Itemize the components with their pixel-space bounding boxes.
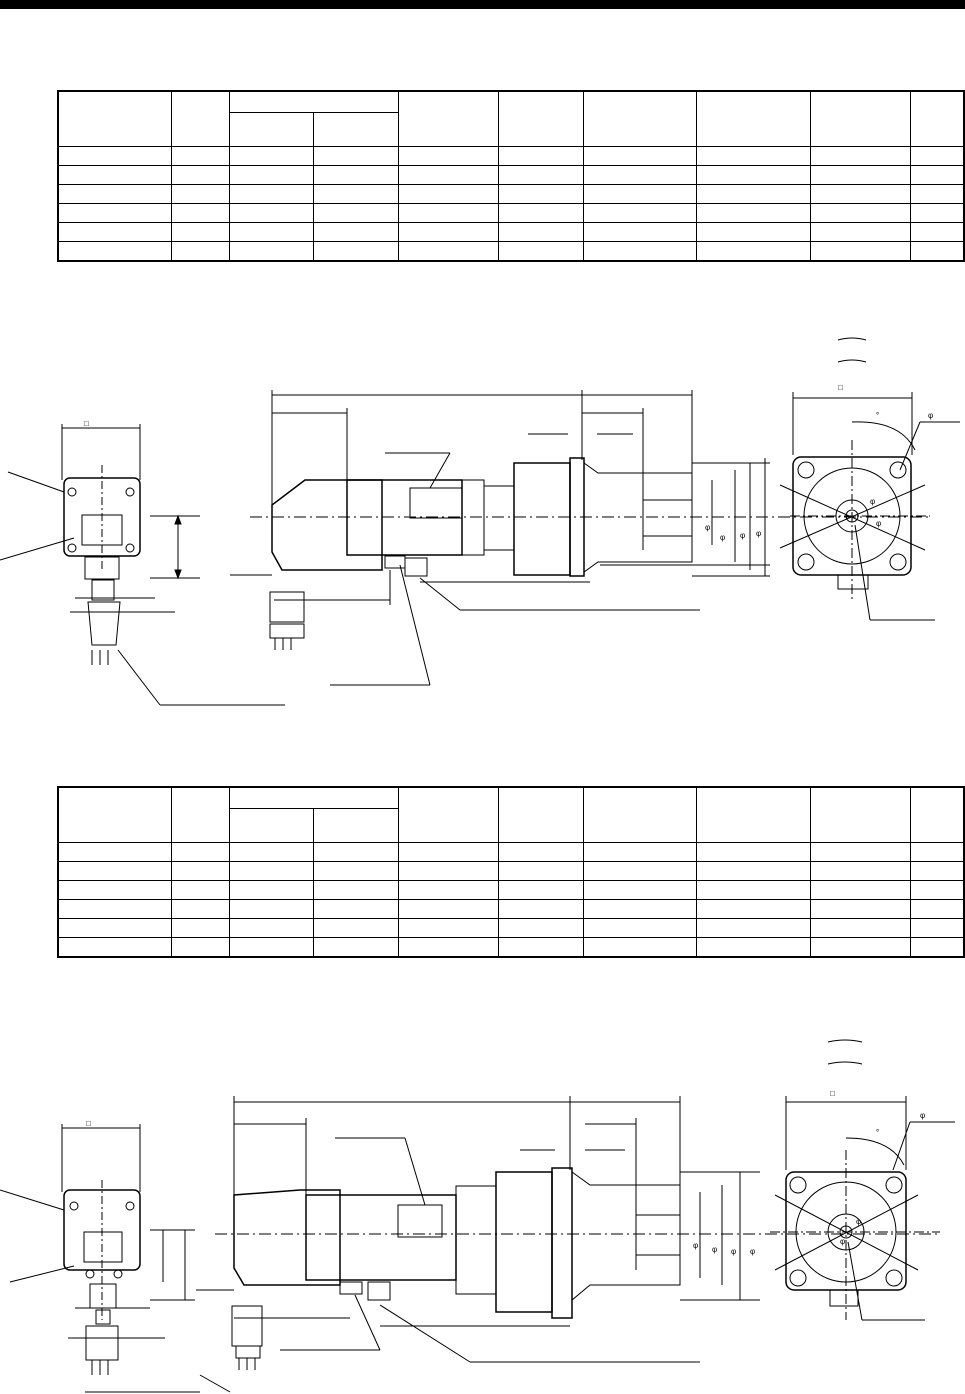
spec-table-2	[57, 786, 965, 958]
header-cell	[497, 90, 584, 147]
header-cell	[397, 786, 499, 843]
drawing-label: °	[876, 411, 879, 420]
drawing-label: φ	[740, 531, 745, 540]
drawing-label: φ	[712, 1245, 717, 1254]
motor-outline-drawing-2: □ □ φ φ φ φ φ φ φ °	[0, 1039, 955, 1393]
header-cell	[582, 786, 697, 843]
drawing-label: □	[830, 1089, 835, 1098]
header-cell	[397, 90, 499, 147]
header-cell	[909, 90, 965, 147]
header-cell	[228, 112, 314, 147]
header-cell	[228, 90, 399, 113]
table-row	[57, 184, 965, 204]
header-cell	[695, 786, 811, 843]
drawing-label: φ	[876, 519, 881, 528]
drawing-label: φ	[750, 1247, 755, 1256]
drawing-label: φ	[856, 1217, 861, 1226]
table-row	[57, 222, 965, 242]
header-cell	[497, 786, 584, 843]
table-row	[57, 918, 965, 938]
header-cell	[809, 90, 911, 147]
drawing-label: φ	[840, 1237, 845, 1246]
drawing-label: φ	[870, 497, 875, 506]
flange-view-right	[770, 1039, 955, 1321]
drawing-label: □	[86, 1119, 91, 1128]
table-row	[57, 203, 965, 223]
end-view-left	[0, 424, 285, 706]
drawing-label: φ	[693, 1241, 698, 1250]
side-view	[196, 1096, 940, 1370]
drawing-label: □	[84, 419, 89, 428]
spec-table-1	[57, 90, 965, 262]
table-row	[57, 861, 965, 881]
flange-view-right	[779, 337, 960, 621]
drawing-label: φ	[928, 411, 933, 420]
drawing-label: φ	[705, 523, 710, 532]
table-row	[57, 937, 965, 958]
header-cell	[909, 786, 965, 843]
header-cell	[695, 90, 811, 147]
side-view	[230, 390, 930, 686]
header-cell	[809, 786, 911, 843]
header-cell	[312, 112, 399, 147]
header-cell	[57, 786, 172, 843]
drawing-label: φ	[720, 533, 725, 542]
table-row	[57, 165, 965, 185]
drawing-label: °	[876, 1128, 879, 1137]
table-row	[57, 241, 965, 262]
drawing-label: □	[838, 383, 843, 392]
page-header-bar	[0, 0, 965, 9]
motor-outline-drawing-1: □ □ φ φ φ φ φ φ φ °	[0, 337, 960, 706]
table-row	[57, 899, 965, 919]
drawing-label: φ	[920, 1111, 925, 1120]
table-row	[57, 146, 965, 166]
header-cell	[228, 786, 399, 809]
header-cell	[228, 808, 314, 843]
drawing-label: φ	[756, 529, 761, 538]
header-cell	[57, 90, 172, 147]
table-row	[57, 880, 965, 900]
drawing-label: φ	[731, 1247, 736, 1256]
header-cell	[582, 90, 697, 147]
header-cell	[170, 786, 230, 843]
header-cell	[312, 808, 399, 843]
header-cell	[170, 90, 230, 147]
end-view-left	[0, 1124, 231, 1393]
table-row	[57, 842, 965, 862]
